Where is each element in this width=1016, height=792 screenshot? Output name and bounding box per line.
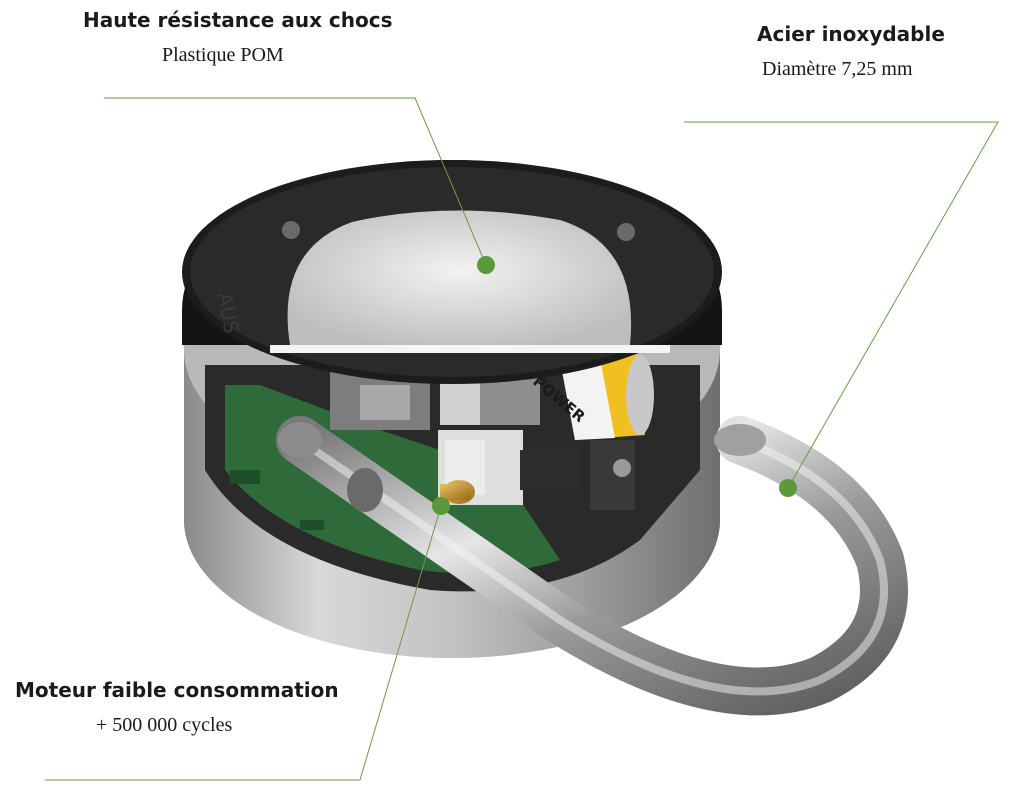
screw-icon xyxy=(282,221,300,239)
impact-resistance-subtitle: Plastique POM xyxy=(162,44,284,66)
stainless-steel-subtitle: Diamètre 7,25 mm xyxy=(762,58,913,80)
motor xyxy=(440,480,475,504)
leader-lines xyxy=(45,97,999,781)
motor-marker-dot xyxy=(432,497,450,515)
steel-shackle xyxy=(276,416,908,716)
steel-marker-dot xyxy=(779,479,797,497)
steel-leader-line xyxy=(684,121,999,489)
motor-title: Moteur faible consommation xyxy=(15,678,339,702)
impact-marker-dot xyxy=(477,256,495,274)
stainless-steel-title: Acier inoxydable xyxy=(757,22,945,46)
impact-resistance-title: Haute résistance aux chocs xyxy=(83,8,393,32)
motor-leader-line xyxy=(45,505,442,781)
screw-icon xyxy=(617,223,635,241)
impact-leader-line xyxy=(104,97,487,266)
motor-subtitle: + 500 000 cycles xyxy=(96,714,233,736)
top-cover: AUS xyxy=(182,160,722,384)
